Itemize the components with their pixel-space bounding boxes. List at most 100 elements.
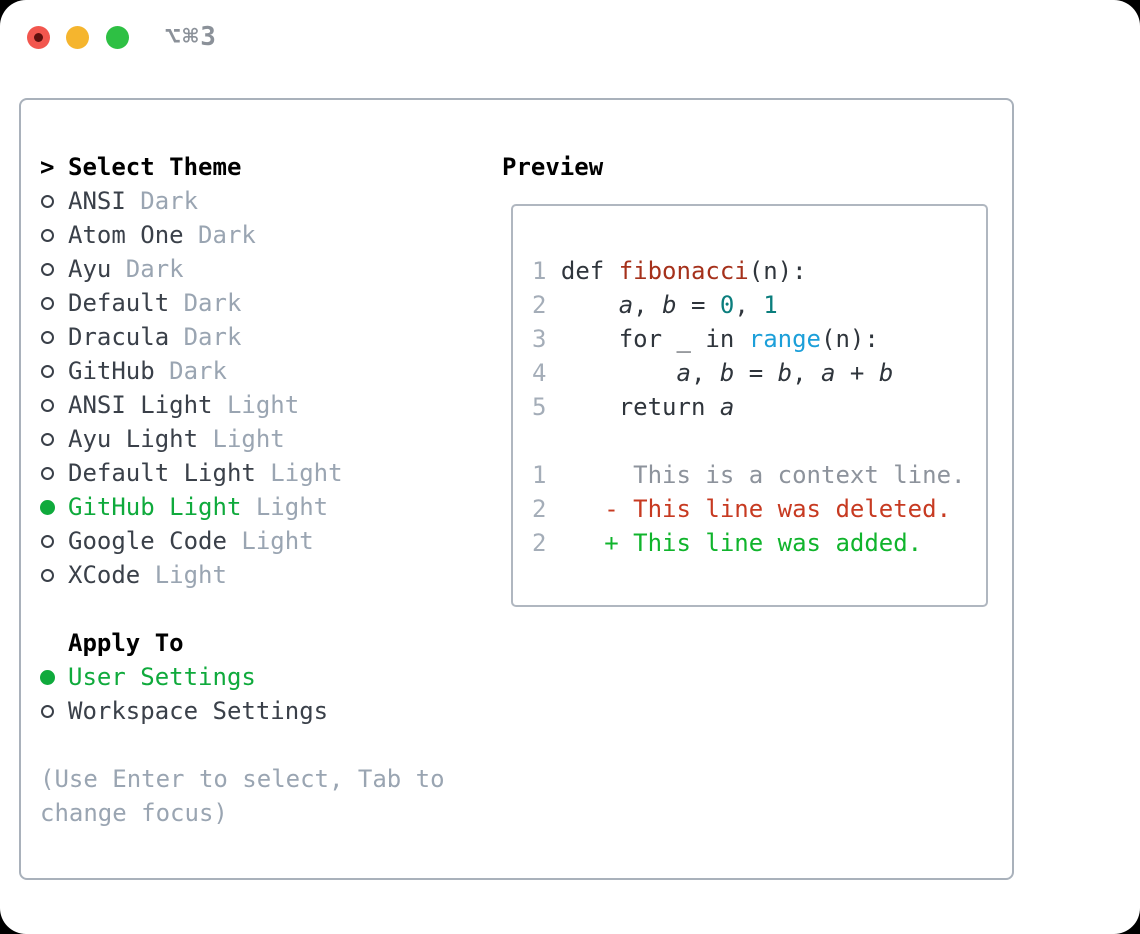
- token-code: [546, 495, 604, 523]
- token-code: +: [835, 359, 879, 387]
- theme-option-label: Default Light: [68, 459, 256, 487]
- theme-option-9[interactable]: GitHub Light Light: [40, 490, 480, 524]
- preview-line-0: 1 def fibonacci(n):: [532, 254, 986, 288]
- theme-option-3[interactable]: Default Dark: [40, 286, 480, 320]
- theme-option-0[interactable]: ANSI Dark: [40, 184, 480, 218]
- apply-to-title: Apply To: [68, 629, 184, 657]
- token-deleted: - This line was deleted.: [604, 495, 952, 523]
- theme-option-7[interactable]: Ayu Light Light: [40, 422, 480, 456]
- radio-unselected-icon: [41, 466, 54, 480]
- preview-line-7: 2 - This line was deleted.: [532, 492, 986, 526]
- theme-variant-label: Light: [226, 527, 314, 555]
- token-code: a: [719, 393, 735, 421]
- token-code: a: [618, 291, 634, 319]
- theme-option-1[interactable]: Atom One Dark: [40, 218, 480, 252]
- theme-option-label: Default: [68, 289, 170, 317]
- token-lineno: 4: [532, 359, 547, 387]
- theme-variant-label: Dark: [111, 255, 184, 283]
- token-number: 1: [763, 291, 778, 319]
- token-code: a: [676, 359, 691, 387]
- theme-variant-label: Dark: [183, 221, 256, 249]
- zoom-button[interactable]: [106, 26, 129, 49]
- theme-option-label: Ayu: [68, 255, 112, 283]
- token-code: ,: [690, 359, 720, 387]
- preview-line-2: 3 for _ in range(n):: [532, 322, 986, 356]
- token-lineno: 2: [532, 291, 547, 319]
- token-code: (n):: [821, 325, 879, 353]
- theme-variant-label: Light: [140, 561, 227, 589]
- theme-option-label: Atom One: [68, 221, 184, 249]
- radio-unselected-icon: [41, 364, 54, 378]
- theme-option-4[interactable]: Dracula Dark: [40, 320, 480, 354]
- preview-line-4: 5 return a: [532, 390, 986, 424]
- preview-line-1: 2 a, b = 0, 1: [532, 288, 986, 322]
- theme-option-label: GitHub Light: [68, 493, 242, 521]
- token-code: b: [719, 359, 735, 387]
- minimize-button[interactable]: [66, 26, 89, 49]
- theme-option-label: GitHub: [68, 357, 155, 385]
- theme-variant-label: Dark: [154, 357, 227, 385]
- radio-unselected-icon: [41, 262, 54, 276]
- preview-title: Preview: [502, 153, 604, 181]
- token-code: ,: [792, 359, 822, 387]
- apply-to-option-0[interactable]: User Settings: [40, 660, 480, 694]
- token-lineno: 1: [532, 461, 547, 489]
- token-code: [546, 359, 676, 387]
- radio-unselected-icon: [41, 704, 54, 718]
- radio-unselected-icon: [41, 568, 54, 582]
- theme-option-label: Dracula: [68, 323, 170, 351]
- select-theme-title: Select Theme: [68, 153, 242, 181]
- theme-option-11[interactable]: XCode Light: [40, 558, 480, 592]
- theme-option-label: Ayu Light: [68, 425, 199, 453]
- title-bar: ⌥⌘3: [0, 0, 1140, 75]
- radio-unselected-icon: [41, 432, 54, 446]
- theme-variant-label: Light: [198, 425, 285, 453]
- theme-variant-label: Light: [255, 459, 343, 487]
- theme-option-5[interactable]: GitHub Dark: [40, 354, 480, 388]
- hint-line-1: change focus): [40, 799, 228, 827]
- theme-option-6[interactable]: ANSI Light Light: [40, 388, 480, 422]
- theme-option-10[interactable]: Google Code Light: [40, 524, 480, 558]
- theme-variant-label: Dark: [169, 323, 242, 351]
- token-lineno: 2: [532, 495, 547, 523]
- token-code: a: [821, 359, 836, 387]
- token-builtin: range: [748, 325, 821, 353]
- token-code: b: [777, 359, 793, 387]
- radio-unselected-icon: [41, 534, 54, 548]
- radio-unselected-icon: [41, 398, 54, 412]
- theme-variant-label: Dark: [169, 289, 242, 317]
- theme-option-label: ANSI Light: [68, 391, 213, 419]
- apply-to-option-1[interactable]: Workspace Settings: [40, 694, 480, 728]
- apply-to-option-label: Workspace Settings: [68, 697, 329, 725]
- token-context: This is a context line.: [546, 461, 966, 489]
- token-lineno: 5: [532, 393, 547, 421]
- theme-option-2[interactable]: Ayu Dark: [40, 252, 480, 286]
- token-code: def: [546, 257, 619, 285]
- theme-option-label: Google Code: [68, 527, 227, 555]
- theme-option-8[interactable]: Default Light Light: [40, 456, 480, 490]
- preview-line-5: [532, 424, 986, 458]
- token-function: fibonacci: [618, 257, 749, 285]
- token-code: ,: [734, 291, 764, 319]
- close-button[interactable]: [27, 26, 50, 49]
- cursor-marker: >: [40, 153, 55, 181]
- close-button-dot: [34, 33, 43, 42]
- token-code: [546, 291, 618, 319]
- token-code: b: [662, 291, 677, 319]
- radio-unselected-icon: [41, 296, 54, 310]
- preview-line-3: 4 a, b = b, a + b: [532, 356, 986, 390]
- token-code: for _ in: [546, 325, 749, 353]
- spacer: [40, 592, 480, 626]
- theme-option-label: XCode: [68, 561, 141, 589]
- token-lineno: 2: [532, 529, 547, 557]
- theme-variant-label: Light: [241, 493, 329, 521]
- token-added: + This line was added.: [604, 529, 923, 557]
- token-code: return: [546, 393, 720, 421]
- token-code: [546, 529, 604, 557]
- select-theme-header: > Select Theme: [40, 150, 480, 184]
- apply-to-header: Apply To: [40, 626, 480, 660]
